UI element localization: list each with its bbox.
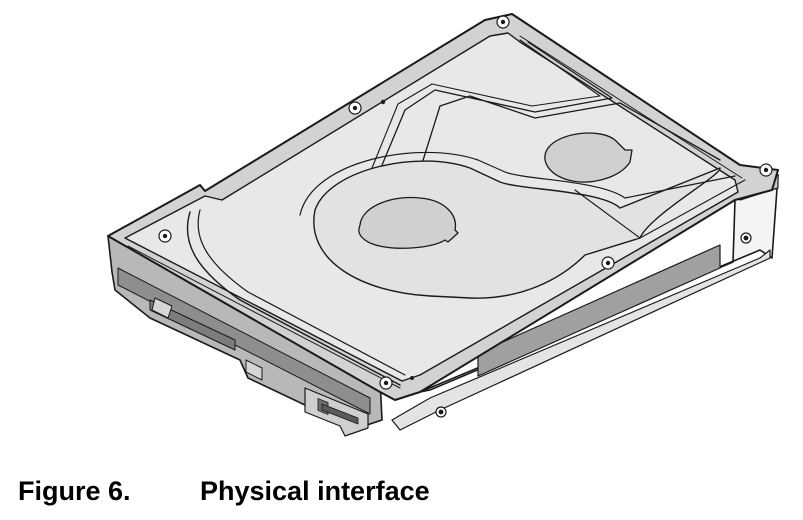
- figure-number: Figure 6.: [18, 475, 131, 506]
- hard-disk-drive-illustration-icon: [107, 13, 779, 437]
- figure-title: Physical interface: [200, 475, 430, 506]
- figure-caption: Figure 6. Physical interface: [18, 474, 430, 508]
